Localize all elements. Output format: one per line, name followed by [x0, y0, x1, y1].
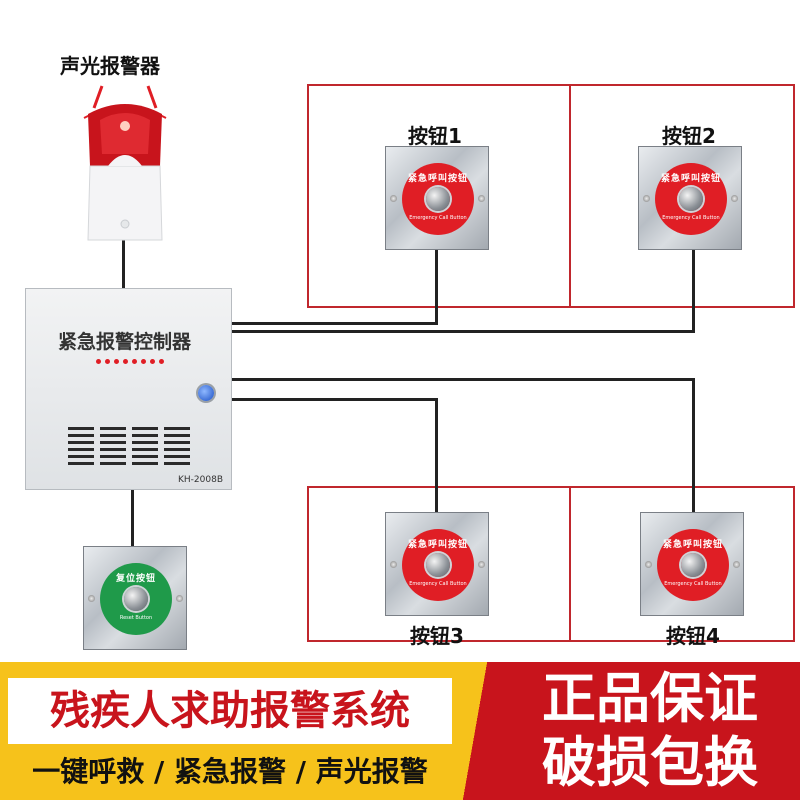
- wire-btn4-v: [692, 378, 695, 514]
- button-1-plate-subtext: Emergency Call Button: [409, 215, 467, 221]
- promo-line-1: 正品保证: [542, 667, 758, 730]
- banner-red: [475, 662, 800, 800]
- button-1-plate-text: 紧急呼叫按钮: [407, 174, 468, 184]
- led-3: [114, 359, 119, 364]
- wire-btn1-h: [232, 322, 438, 325]
- wire-reset: [131, 490, 134, 546]
- controller-panel: 紧急报警控制器 KH-2008B: [25, 288, 232, 490]
- push-knob-icon: [124, 587, 148, 611]
- button-2-label: 按钮2: [662, 124, 716, 148]
- led-5: [132, 359, 137, 364]
- emergency-button-2[interactable]: 紧急呼叫按钮 Emergency Call Button: [638, 146, 742, 250]
- reset-button[interactable]: 复位按钮 Reset Button: [83, 546, 187, 650]
- button-4-label: 按钮4: [666, 624, 720, 648]
- wire-btn1-v: [435, 250, 438, 325]
- led-4: [123, 359, 128, 364]
- button-2-plate-text: 紧急呼叫按钮: [660, 174, 721, 184]
- wire-btn2-v: [692, 250, 695, 333]
- wire-alarm: [122, 240, 125, 288]
- emergency-button-4[interactable]: 紧急呼叫按钮 Emergency Call Button: [640, 512, 744, 616]
- reset-plate-subtext: Reset Button: [119, 615, 153, 621]
- led-1: [96, 359, 101, 364]
- button-4-plate-text: 紧急呼叫按钮: [662, 540, 723, 550]
- promo-line-2: 破损包换: [542, 731, 758, 794]
- push-knob-icon: [681, 553, 705, 577]
- wire-btn2-h: [232, 330, 695, 333]
- banner-subtitle: 一键呼救 / 紧急报警 / 声光报警: [32, 755, 428, 788]
- wire-btn3-h: [232, 398, 438, 401]
- banner-divider: [452, 662, 498, 800]
- wire-btn4-h: [232, 378, 695, 381]
- emergency-button-3[interactable]: 紧急呼叫按钮 Emergency Call Button: [385, 512, 489, 616]
- push-knob-icon: [426, 187, 450, 211]
- button-2-plate-subtext: Emergency Call Button: [662, 215, 720, 221]
- button-3-label: 按钮3: [410, 624, 464, 648]
- led-8: [159, 359, 164, 364]
- alarm-title: 声光报警器: [60, 54, 160, 78]
- push-knob-icon: [679, 187, 703, 211]
- room-bottom-right: [569, 486, 795, 642]
- reset-plate-text: 复位按钮: [115, 574, 156, 584]
- vent-grille: [68, 427, 192, 471]
- siren: [80, 84, 170, 244]
- button-3-plate-text: 紧急呼叫按钮: [407, 540, 468, 550]
- banner-title-box: 残疾人求助报警系统: [8, 678, 452, 744]
- siren-icon: [83, 85, 167, 241]
- room-top-right: [569, 84, 795, 308]
- push-knob-icon: [426, 553, 450, 577]
- wire-btn3-v: [435, 398, 438, 514]
- button-1-label: 按钮1: [408, 124, 462, 148]
- led-2: [105, 359, 110, 364]
- emergency-button-1[interactable]: 紧急呼叫按钮 Emergency Call Button: [385, 146, 489, 250]
- banner-title: 残疾人求助报警系统: [50, 688, 410, 734]
- button-4-plate-subtext: Emergency Call Button: [664, 581, 722, 587]
- controller-model: KH-2008B: [178, 475, 223, 485]
- led-6: [141, 359, 146, 364]
- controller-title: 紧急报警控制器: [58, 331, 192, 353]
- led-7: [150, 359, 155, 364]
- button-3-plate-subtext: Emergency Call Button: [409, 581, 467, 587]
- panel-blue-button[interactable]: [198, 385, 214, 401]
